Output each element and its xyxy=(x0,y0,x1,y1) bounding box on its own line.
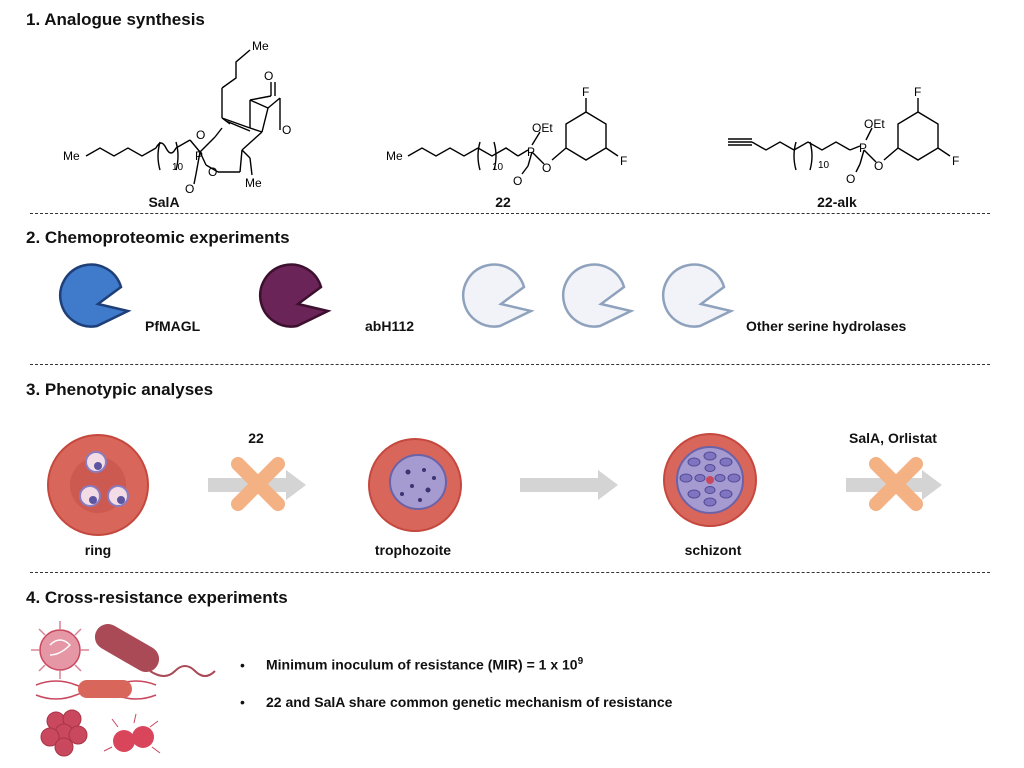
trophozoite-cell-icon xyxy=(368,438,462,532)
c22alk-f-right: F xyxy=(952,154,959,168)
sala-me-top: Me xyxy=(252,39,269,53)
other-serine-hydrolases-label: Other serine hydrolases xyxy=(746,318,907,334)
shared-mechanism-text: 22 and SalA share common genetic mechani… xyxy=(266,694,673,710)
abh112-pacman-icon xyxy=(258,263,332,328)
sala-subscript: 10 xyxy=(172,162,184,173)
c22alk-subscript: 10 xyxy=(818,160,830,171)
ring-stage-cell-icon xyxy=(47,434,149,536)
c22alk-f-top: F xyxy=(914,85,921,99)
section-title-analogue-synthesis: 1. Analogue synthesis xyxy=(26,10,205,29)
enzyme-shapes xyxy=(58,263,735,328)
rod-bacterium-icon xyxy=(94,624,216,677)
divider-2 xyxy=(30,364,990,365)
sala-o-carbonyl: O xyxy=(264,69,273,83)
cocci-cluster-icon xyxy=(40,709,88,757)
bullet-mir: • Minimum inoculum of resistance (MIR) = … xyxy=(240,656,583,673)
inhibitor-sala-orlistat-label: SalA, Orlistat xyxy=(849,430,937,446)
stage-schizont-label: schizont xyxy=(684,542,742,558)
divider-3 xyxy=(30,572,990,573)
diplococcus-icon xyxy=(103,713,161,754)
c22-me-left: Me xyxy=(386,149,403,163)
sala-o-dbl: O xyxy=(185,182,194,196)
c22alk-o-dbl: O xyxy=(846,172,855,186)
sala-structure: Me 10 O O P O O O Me Me xyxy=(63,39,291,196)
sala-label: SalA xyxy=(148,194,180,210)
inhibited-arrow-3-icon xyxy=(846,457,942,511)
c22-subscript: 10 xyxy=(492,162,504,173)
c22-label: 22 xyxy=(495,194,511,210)
abh112-label: abH112 xyxy=(365,318,415,334)
section-title-phenotypic: 3. Phenotypic analyses xyxy=(26,380,214,399)
bullet-marker: • xyxy=(240,694,245,710)
bullet-marker: • xyxy=(240,656,245,673)
bullet-shared-mechanism: • 22 and SalA share common genetic mechan… xyxy=(240,694,672,710)
serine-hydrolase-pacman-icon-3 xyxy=(661,263,735,328)
c22-o-aryl: O xyxy=(542,161,551,175)
sala-o2: O xyxy=(208,165,217,179)
c22-f-right: F xyxy=(620,154,627,168)
c22alk-structure: 10 P O OEt O F F xyxy=(728,85,959,186)
c22alk-oet: OEt xyxy=(864,117,885,131)
stage-ring-label: ring xyxy=(84,542,112,558)
sala-me-bottom: Me xyxy=(245,176,262,190)
c22-structure: Me 10 P O OEt O F F xyxy=(386,85,627,188)
c22-o-dbl: O xyxy=(513,174,522,188)
pfmagl-pacman-icon xyxy=(58,263,132,328)
sala-p: P xyxy=(195,149,203,163)
sala-o1: O xyxy=(196,128,205,142)
pfmagl-label: PfMAGL xyxy=(145,318,201,334)
mir-exponent: 9 xyxy=(577,656,584,667)
sala-me-left: Me xyxy=(63,149,80,163)
serine-hydrolase-pacman-icon-2 xyxy=(561,263,635,328)
sala-o-ring: O xyxy=(282,123,291,137)
divider-1 xyxy=(30,213,990,214)
c22-p: P xyxy=(527,145,535,159)
inhibitor-22-label: 22 xyxy=(248,430,264,446)
c22alk-label: 22-alk xyxy=(817,194,857,210)
c22-oet: OEt xyxy=(532,121,553,135)
mir-text: Minimum inoculum of resistance (MIR) = 1… xyxy=(266,656,578,673)
virus-icon xyxy=(31,621,89,679)
serine-hydrolase-pacman-icon-1 xyxy=(461,263,535,328)
c22-f-top: F xyxy=(582,85,589,99)
c22alk-o-aryl: O xyxy=(874,159,883,173)
microbes-illustration xyxy=(31,621,216,757)
arrow-2-icon xyxy=(520,470,618,500)
schizont-cell-icon xyxy=(663,433,757,527)
c22alk-p: P xyxy=(859,141,867,155)
flagellated-bacterium-icon xyxy=(35,680,157,700)
section-title-chemoproteomic: 2. Chemoproteomic experiments xyxy=(26,228,290,247)
inhibited-arrow-1-icon xyxy=(208,457,306,511)
section-title-cross-resistance: 4. Cross-resistance experiments xyxy=(26,588,288,607)
lifecycle-diagram xyxy=(47,433,942,536)
stage-trophozoite-label: trophozoite xyxy=(374,542,452,558)
